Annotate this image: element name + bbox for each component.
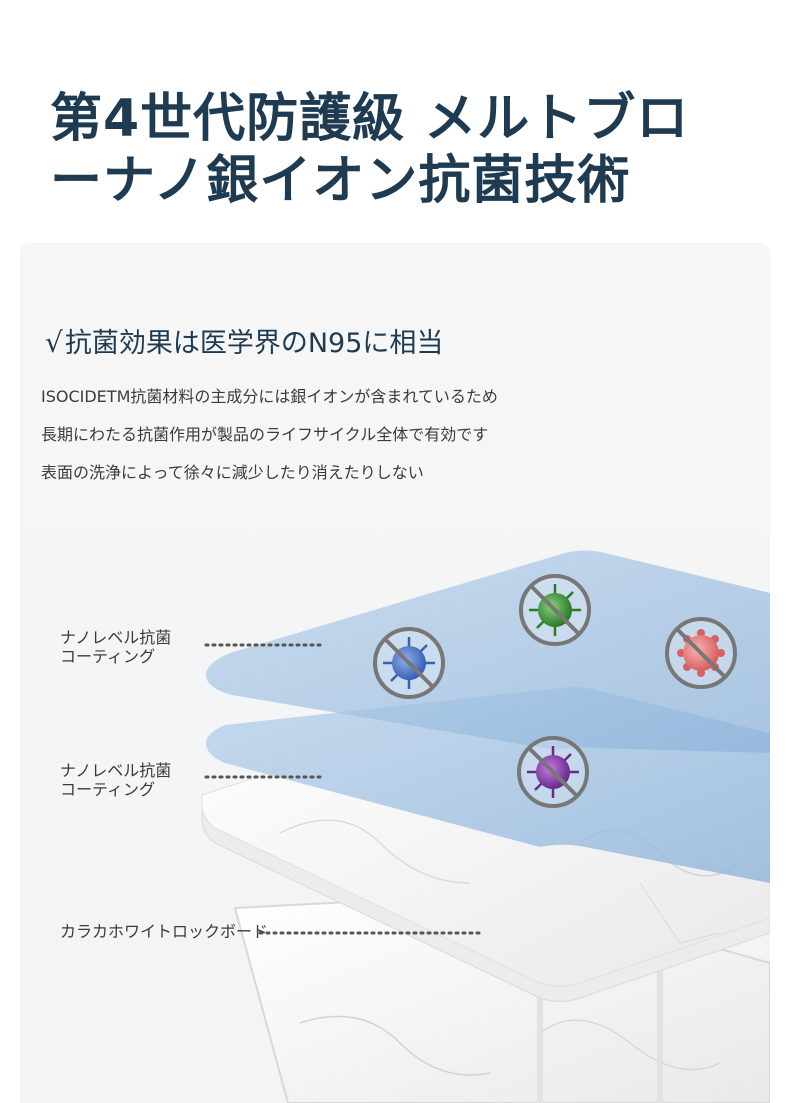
layer-label-coating-2: ナノレベル抗菌 コーティング [60,761,171,799]
purple-virus-blocked-icon [517,736,589,808]
red-virus-blocked-icon [665,617,737,689]
layer-label-coating-1: ナノレベル抗菌 コーティング [60,628,171,666]
layer-label-line: ナノレベル抗菌 [60,761,172,780]
layer-label-line: コーティング [60,780,156,799]
check-mark-icon: √ [45,326,63,359]
description-line: ISOCIDETM抗菌材料の主成分には銀イオンが含まれているため [41,387,498,406]
feature-title-text: 抗菌効果は医学界のN95に相当 [64,328,444,359]
layer-label-line: コーティング [60,647,156,666]
feature-description: ISOCIDETM抗菌材料の主成分には銀イオンが含まれているため 長期にわたる抗… [41,378,498,492]
layer-label-line: カラカホワイトロックボード [60,922,269,941]
blue-virus-blocked-icon [373,627,445,699]
layer-label-marble-board: カラカホワイトロックボード [60,922,268,941]
headline: 第4世代防護級 メルトブロ ーナノ銀イオン抗菌技術 [50,88,689,212]
layer-label-line: ナノレベル抗菌 [60,628,172,647]
headline-line-1: 第4世代防護級 メルトブロ [50,89,690,149]
layer-illustration [201,550,770,1103]
description-line: 長期にわたる抗菌作用が製品のライフサイクル全体で有効です [41,425,489,444]
headline-line-2: ーナノ銀イオン抗菌技術 [50,151,631,211]
feature-title: √抗菌効果は医学界のN95に相当 [45,321,443,360]
description-line: 表面の洗浄によって徐々に減少したり消えたりしない [41,463,424,482]
green-virus-blocked-icon [519,574,591,646]
coating-layer-1 [206,550,770,753]
product-illustration-card: √抗菌効果は医学界のN95に相当 ISOCIDETM抗菌材料の主成分には銀イオン… [20,243,770,1103]
